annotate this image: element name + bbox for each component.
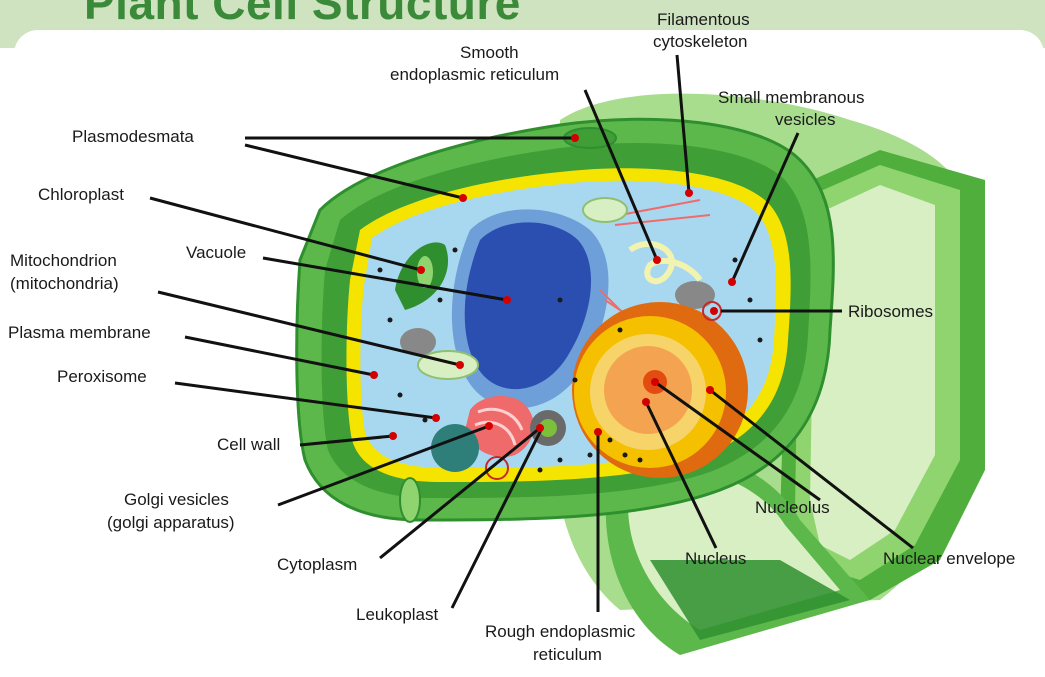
label-cytoplasm: Cytoplasm — [277, 555, 357, 574]
label-cell-wall: Cell wall — [217, 435, 280, 454]
label-rough-er-1: Rough endoplasmic — [485, 622, 636, 641]
label-nuclear-envelope: Nuclear envelope — [883, 549, 1015, 568]
label-small-vesicles-1: Small membranous — [718, 88, 864, 107]
label-rough-er-2: reticulum — [533, 645, 602, 664]
label-golgi-vesicles-2: (golgi apparatus) — [107, 513, 235, 532]
label-vacuole: Vacuole — [186, 243, 246, 262]
label-nucleus: Nucleus — [685, 549, 746, 568]
label-filamentous-cytoskeleton-1: Filamentous — [657, 10, 750, 29]
chloroplast-2 — [583, 198, 627, 222]
label-golgi-vesicles-1: Golgi vesicles — [124, 490, 229, 509]
label-smooth-er-2: endoplasmic reticulum — [390, 65, 559, 84]
label-small-vesicles-2: vesicles — [775, 110, 835, 129]
label-leukoplast: Leukoplast — [356, 605, 439, 624]
label-smooth-er-1: Smooth — [460, 43, 519, 62]
label-chloroplast: Chloroplast — [38, 185, 124, 204]
label-nucleolus: Nucleolus — [755, 498, 830, 517]
mitochondrion — [418, 351, 478, 379]
label-mitochondrion-1: Mitochondrion — [10, 251, 117, 270]
label-mitochondrion-2: (mitochondria) — [10, 274, 119, 293]
wall-pit — [400, 478, 420, 522]
label-filamentous-cytoskeleton-2: cytoskeleton — [653, 32, 748, 51]
label-plasmodesmata: Plasmodesmata — [72, 127, 194, 146]
label-plasma-membrane: Plasma membrane — [8, 323, 151, 342]
label-peroxisome: Peroxisome — [57, 367, 147, 386]
label-ribosomes: Ribosomes — [848, 302, 933, 321]
